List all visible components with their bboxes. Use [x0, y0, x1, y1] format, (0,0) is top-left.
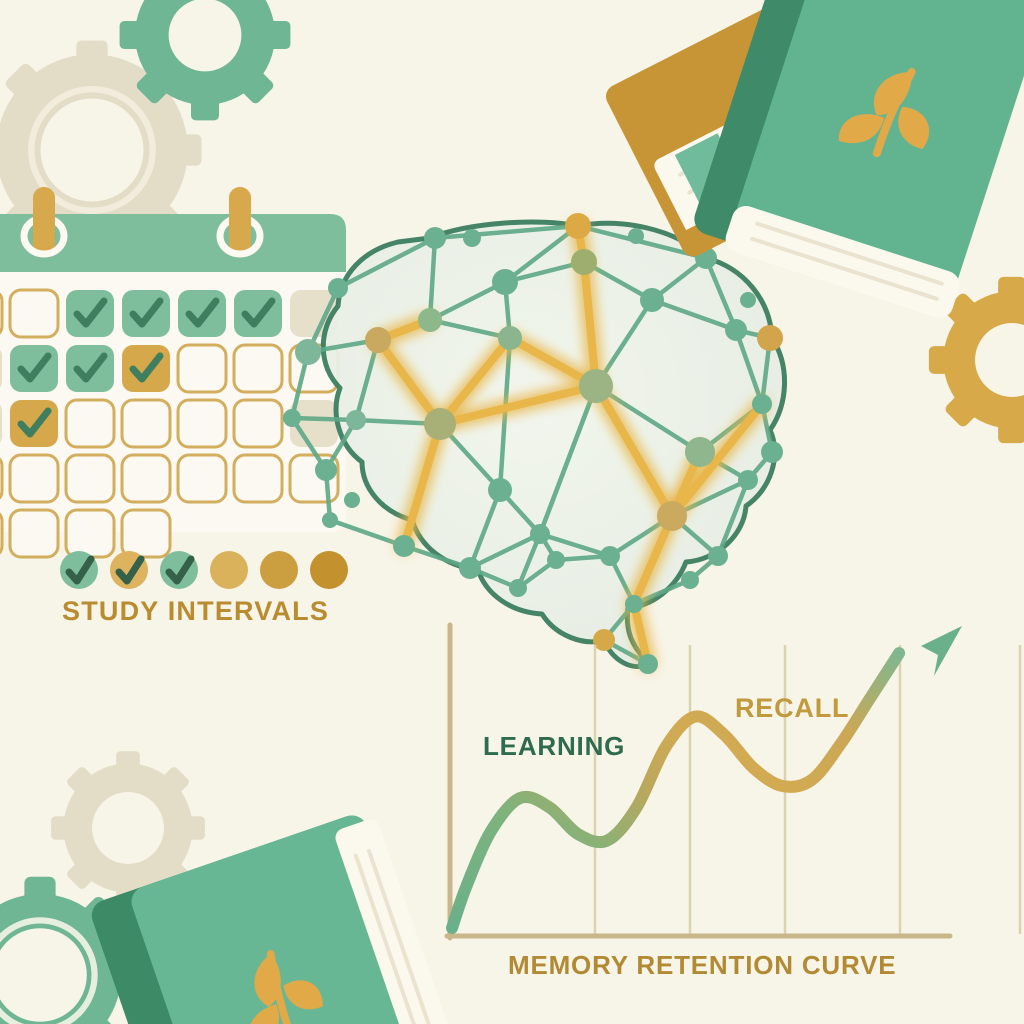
study-intervals-label: STUDY INTERVALS: [62, 596, 330, 626]
calendar-cell[interactable]: [232, 343, 284, 394]
calendar-cell[interactable]: [232, 453, 284, 504]
calendar-cell[interactable]: [8, 288, 60, 339]
calendar-cell[interactable]: [0, 290, 4, 337]
brain-highlight-path: [374, 222, 766, 668]
calendar-cell[interactable]: [176, 453, 228, 504]
calendar-cell[interactable]: [64, 453, 116, 504]
check-icon: [185, 297, 220, 328]
calendar-cell[interactable]: [0, 455, 4, 502]
check-icon: [65, 555, 95, 585]
interval-dot[interactable]: [60, 551, 98, 589]
calendar-cell[interactable]: [120, 508, 172, 559]
calendar-cell[interactable]: [122, 290, 170, 337]
interval-dot[interactable]: [110, 551, 148, 589]
brain-nodes: [283, 213, 783, 674]
chart-arrow-head-icon: [921, 626, 962, 676]
calendar-cell[interactable]: [66, 345, 114, 392]
chart-curve: [446, 647, 906, 934]
book-bottom-left: [91, 815, 465, 1024]
calendar-cell[interactable]: [120, 398, 172, 449]
calendar-cell[interactable]: [0, 400, 2, 447]
sprout-leaf-icon: [248, 950, 323, 1024]
check-icon: [17, 352, 52, 383]
chart-gridlines: [593, 645, 1022, 934]
book-top-right-front: [694, 0, 1024, 318]
gear-top-left-small-icon: [119, 0, 291, 121]
chart-title: MEMORY RETENTION CURVE: [508, 950, 897, 980]
check-icon: [115, 555, 145, 585]
calendar-cell[interactable]: [232, 398, 284, 449]
calendar-cell[interactable]: [0, 510, 4, 557]
calendar-cell[interactable]: [10, 345, 58, 392]
check-icon: [129, 352, 164, 383]
check-icon: [73, 297, 108, 328]
calendar-ring-right: [216, 187, 264, 258]
calendar-ring-left: [20, 187, 68, 258]
interval-dot[interactable]: [210, 551, 248, 589]
calendar-cell[interactable]: [176, 343, 228, 394]
calendar-cell[interactable]: [122, 345, 170, 392]
calendar-cell[interactable]: [8, 508, 60, 559]
chart-annotation-recall: RECALL: [735, 693, 850, 723]
check-icon: [241, 297, 276, 328]
check-icon: [165, 555, 195, 585]
calendar-cell[interactable]: [176, 398, 228, 449]
calendar-cell[interactable]: [8, 453, 60, 504]
calendar-grid[interactable]: [0, 288, 340, 559]
check-icon: [73, 352, 108, 383]
calendar-cell[interactable]: [234, 290, 282, 337]
calendar-cell[interactable]: [64, 398, 116, 449]
interval-dot[interactable]: [260, 551, 298, 589]
calendar-cell[interactable]: [10, 400, 58, 447]
interval-dot[interactable]: [310, 551, 348, 589]
sprout-leaf-icon: [838, 67, 930, 158]
interval-dot-group[interactable]: [60, 551, 348, 589]
check-icon: [17, 407, 52, 438]
interval-dot[interactable]: [160, 551, 198, 589]
gear-bottom-left-beige-icon: [51, 751, 205, 905]
check-icon: [129, 297, 164, 328]
calendar-cell[interactable]: [0, 345, 2, 392]
calendar-cell[interactable]: [66, 290, 114, 337]
chart-annotation-learning: LEARNING: [483, 731, 626, 761]
calendar-cell[interactable]: [178, 290, 226, 337]
calendar-cell[interactable]: [120, 453, 172, 504]
